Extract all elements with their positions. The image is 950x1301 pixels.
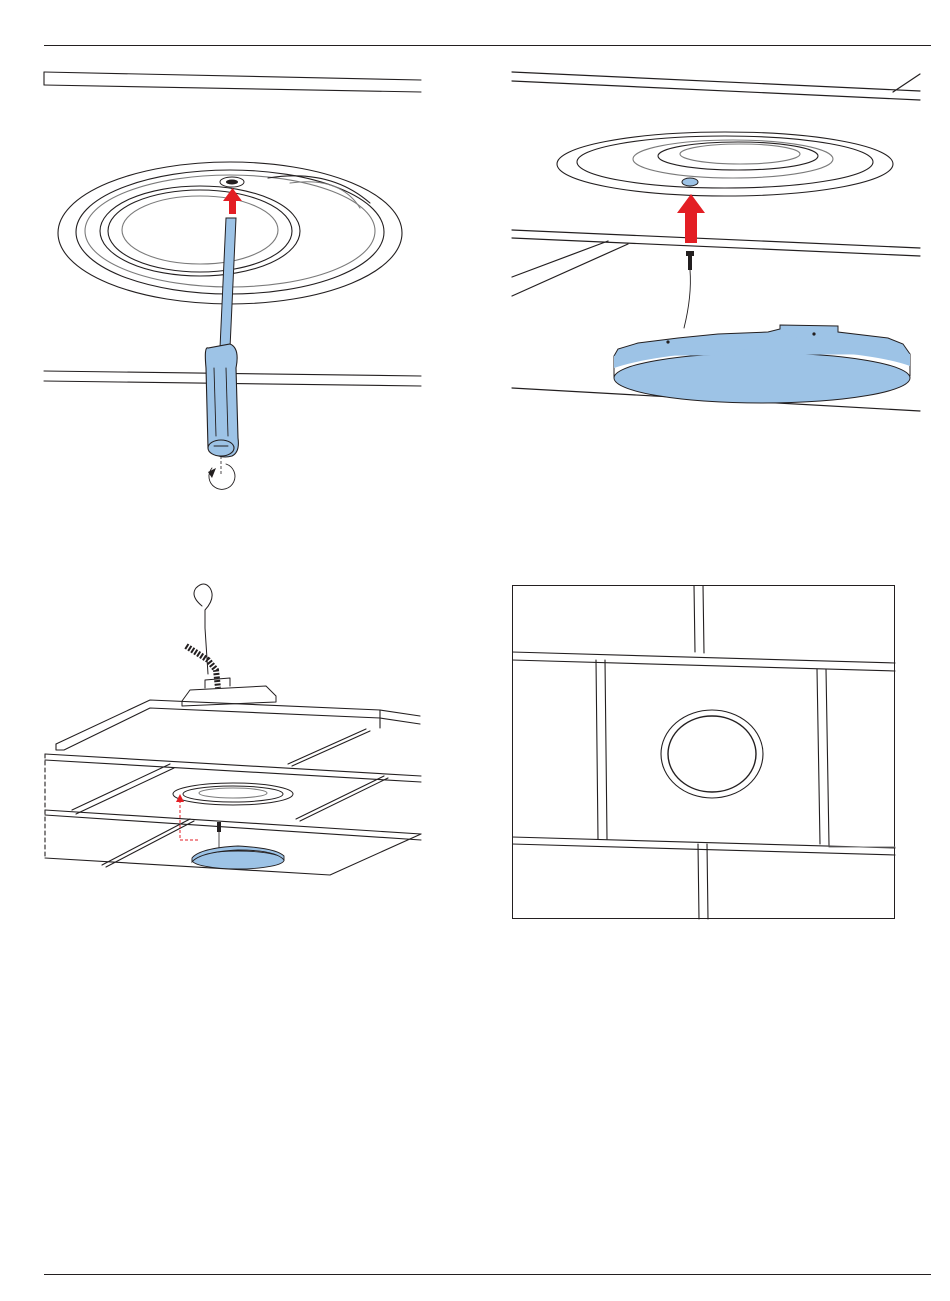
safety-cable xyxy=(194,584,212,674)
screwdriver-illustration xyxy=(40,68,430,498)
speaker-ring xyxy=(173,783,293,805)
screw-hole xyxy=(682,178,698,186)
header-rule xyxy=(44,45,931,46)
figure-screwdriver-removing-screw xyxy=(40,68,430,498)
arrow-up-icon xyxy=(677,194,705,243)
speaker-ring xyxy=(557,132,893,196)
figure-finished-ceiling xyxy=(512,585,896,920)
screwdriver xyxy=(205,218,238,457)
figure-detach-cover xyxy=(508,66,928,416)
finished-ceiling-illustration xyxy=(512,585,896,920)
flexible-conduit xyxy=(186,646,218,688)
ceiling-rail-top xyxy=(44,72,421,92)
ceiling-rail-top xyxy=(512,72,920,100)
speaker-grille xyxy=(661,710,763,798)
cover-detach-illustration xyxy=(508,66,928,416)
screw-top xyxy=(220,177,244,187)
screw xyxy=(217,822,221,848)
rotate-counterclockwise-icon xyxy=(208,456,235,489)
figure-ceiling-tile-install xyxy=(40,578,430,882)
ceiling-tile-illustration xyxy=(40,578,430,882)
screw xyxy=(684,251,694,328)
blue-cover-plate xyxy=(192,846,284,869)
footer-rule xyxy=(44,1274,931,1275)
blue-cover-plate xyxy=(614,325,910,403)
